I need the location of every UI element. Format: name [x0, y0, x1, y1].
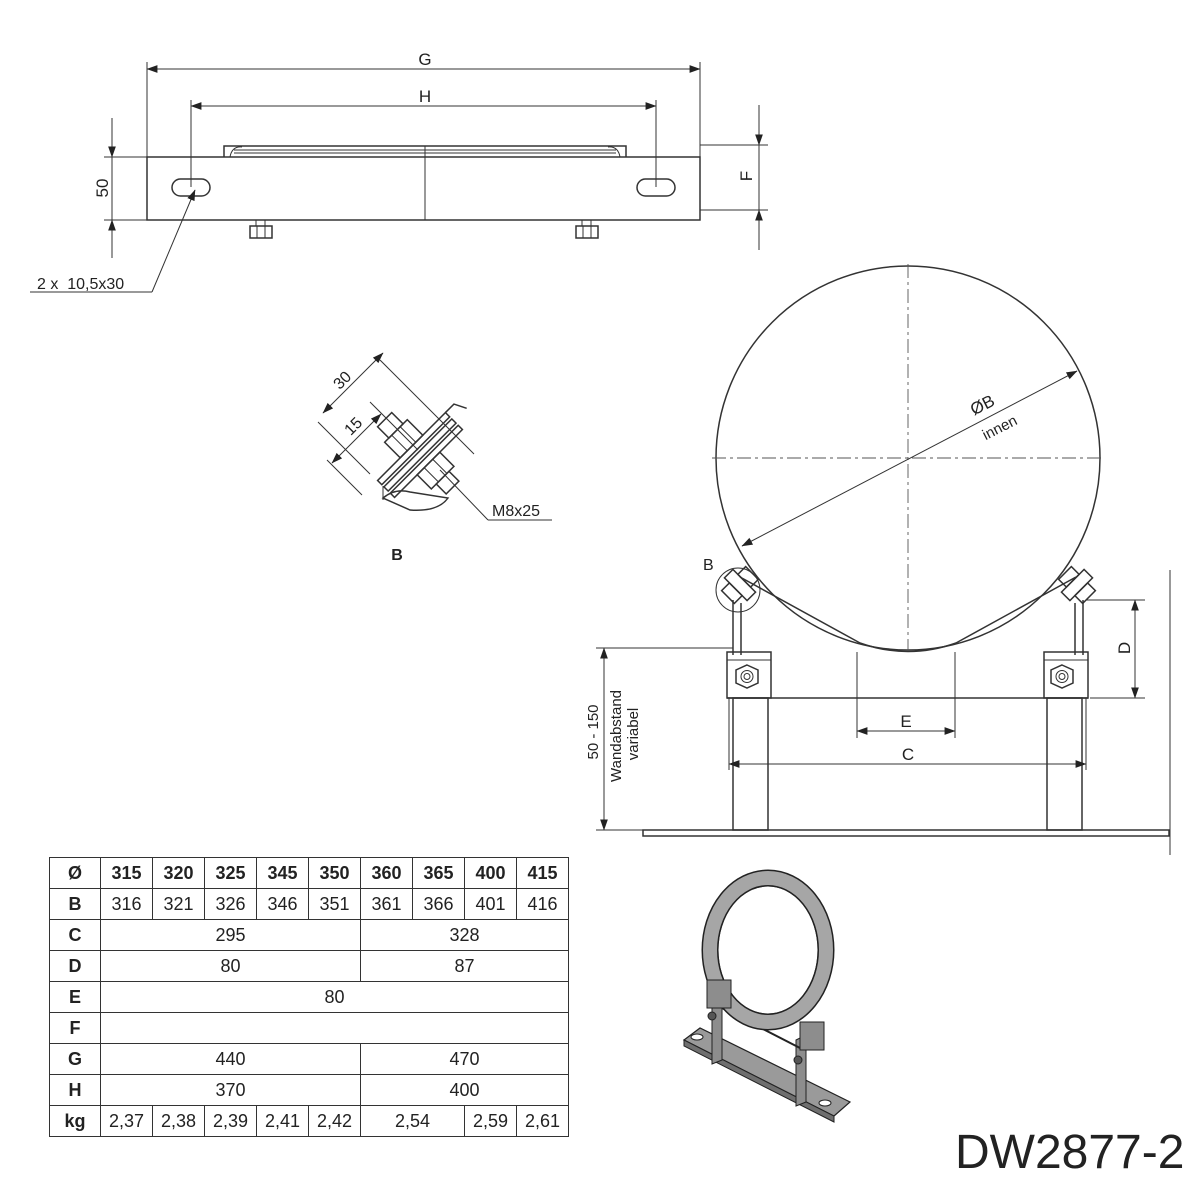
table-row-label: F	[49, 1012, 101, 1044]
wall-distance-label-1: Wandabstand	[608, 690, 625, 782]
bolt-head-right-icon	[1050, 664, 1074, 689]
detail-b-view: 30 15 M8x25 B	[317, 352, 552, 564]
table-cell: 326	[204, 888, 257, 920]
table-cell	[100, 1012, 569, 1044]
table-cell: 2,61	[516, 1105, 569, 1137]
dim-e-label: E	[900, 712, 911, 731]
dim-c-label: C	[902, 745, 914, 764]
table-cell: 351	[308, 888, 361, 920]
product-code: DW2877-2	[955, 1126, 1185, 1179]
table-cell: 328	[360, 919, 569, 951]
table-header-cell: 350	[308, 857, 361, 889]
table-cell: 2,41	[256, 1105, 309, 1137]
dim-50-label: 50	[93, 179, 112, 198]
bolt-head-left-icon	[735, 664, 759, 689]
table-header-label: Ø	[49, 857, 101, 889]
table-row-label: B	[49, 888, 101, 920]
table-cell: 361	[360, 888, 413, 920]
table-cell: 316	[100, 888, 153, 920]
table-cell: 2,37	[100, 1105, 153, 1137]
table-row-label: E	[49, 981, 101, 1013]
table-cell: 2,39	[204, 1105, 257, 1137]
table-header-cell: 365	[412, 857, 465, 889]
table-cell: 2,38	[152, 1105, 205, 1137]
dim-f-label: F	[737, 171, 756, 181]
table-row-label: G	[49, 1043, 101, 1075]
wall-distance-label-2: variabel	[625, 708, 642, 761]
dim-30-label: 30	[331, 368, 356, 393]
dim-h-label: H	[419, 87, 431, 106]
table-cell: 80	[100, 981, 569, 1013]
table-header-cell: 320	[152, 857, 205, 889]
product-illustration	[682, 869, 852, 1123]
table-cell: 2,54	[360, 1105, 465, 1137]
detail-ref-b: B	[703, 557, 714, 574]
dim-15-label: 15	[342, 414, 367, 439]
table-header-cell: 345	[256, 857, 309, 889]
table-cell: 400	[360, 1074, 569, 1106]
table-header-cell: 400	[464, 857, 517, 889]
table-header-cell: 415	[516, 857, 569, 889]
table-cell: 440	[100, 1043, 361, 1075]
front-view: ØB innen B	[585, 264, 1171, 855]
table-cell: 295	[100, 919, 361, 951]
table-row-label: kg	[49, 1105, 101, 1137]
slot-note: 2 x 10,5x30	[37, 276, 124, 293]
table-cell: 366	[412, 888, 465, 920]
table-row-label: H	[49, 1074, 101, 1106]
table-cell: 80	[100, 950, 361, 982]
table-row-label: D	[49, 950, 101, 982]
dim-g-label: G	[418, 50, 431, 69]
table-header-cell: 315	[100, 857, 153, 889]
bolt-right-icon	[575, 219, 599, 239]
bolt-left-icon	[249, 219, 273, 239]
table-row-label: C	[49, 919, 101, 951]
table-cell: 346	[256, 888, 309, 920]
table-cell: 401	[464, 888, 517, 920]
dim-d-label: D	[1115, 642, 1134, 654]
table-header-cell: 325	[204, 857, 257, 889]
table-cell: 2,59	[464, 1105, 517, 1137]
wall-distance-value: 50 - 150	[585, 704, 602, 759]
table-cell: 416	[516, 888, 569, 920]
detail-b-caption: B	[391, 547, 403, 564]
diameter-note: innen	[980, 412, 1020, 444]
bolt-label: M8x25	[492, 503, 540, 520]
table-cell: 321	[152, 888, 205, 920]
table-cell: 370	[100, 1074, 361, 1106]
table-header-cell: 360	[360, 857, 413, 889]
top-view: G H 50 F 2 x 10,5x30	[30, 50, 768, 293]
table-cell: 87	[360, 950, 569, 982]
table-cell: 2,42	[308, 1105, 361, 1137]
table-row: F	[49, 1012, 569, 1044]
table-cell: 470	[360, 1043, 569, 1075]
